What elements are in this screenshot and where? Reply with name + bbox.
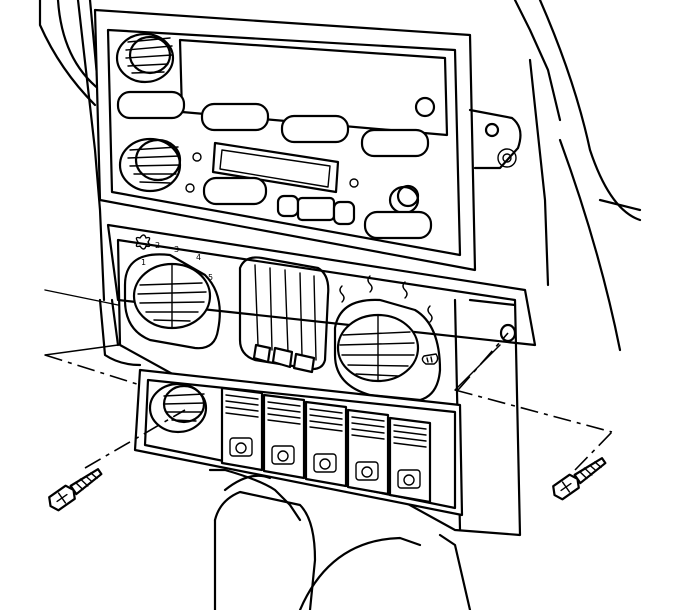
preset-button-6[interactable] xyxy=(363,210,433,240)
fan-scale-1: 1 xyxy=(141,258,146,267)
switch-panel xyxy=(133,368,464,517)
tuning-knob[interactable] xyxy=(118,137,182,193)
radio-indicator xyxy=(414,96,436,118)
fan-speed-knob[interactable] xyxy=(132,262,212,330)
fan-scale-5: 5 xyxy=(208,273,213,282)
radio-led-right xyxy=(349,178,359,188)
preset-button-1[interactable] xyxy=(116,90,186,120)
small-knob[interactable] xyxy=(388,184,420,215)
rewind-button[interactable] xyxy=(276,194,300,218)
switch-4[interactable] xyxy=(346,408,390,496)
hvac-control-panel: 1 2 3 4 5 xyxy=(106,223,537,537)
volume-knob[interactable] xyxy=(115,32,175,84)
bracket-nut xyxy=(497,148,517,168)
mode-selector-vent[interactable] xyxy=(238,256,330,374)
mounting-bracket xyxy=(468,108,522,170)
preset-button-2[interactable] xyxy=(200,102,270,132)
radio-led-lower xyxy=(185,183,195,193)
switch-5[interactable] xyxy=(388,416,432,504)
floor-console xyxy=(208,468,472,610)
play-button[interactable] xyxy=(296,196,336,222)
temperature-knob[interactable] xyxy=(336,313,420,383)
defrost-icon xyxy=(421,353,439,365)
fan-icon xyxy=(135,234,151,250)
alignment-lines xyxy=(44,289,613,471)
preset-button-3[interactable] xyxy=(280,114,350,144)
screw-left xyxy=(48,468,103,512)
switch-1[interactable] xyxy=(220,386,264,472)
switch-2[interactable] xyxy=(262,393,306,480)
fan-scale-2: 2 xyxy=(155,241,160,250)
screw-right xyxy=(552,457,607,501)
preset-button-5[interactable] xyxy=(202,176,268,206)
heat-icon xyxy=(339,275,433,323)
radio-display xyxy=(211,141,340,194)
forward-button[interactable] xyxy=(332,200,356,226)
switch-3[interactable] xyxy=(304,400,348,488)
screw-hole-right xyxy=(499,323,517,343)
rear-defog-knob[interactable] xyxy=(148,382,208,434)
fan-scale-4: 4 xyxy=(196,253,201,262)
radio-unit xyxy=(93,8,477,272)
radio-led-left xyxy=(192,152,202,162)
preset-button-4[interactable] xyxy=(360,128,430,158)
dashboard-shell xyxy=(38,0,642,367)
fan-scale-3: 3 xyxy=(174,245,179,254)
